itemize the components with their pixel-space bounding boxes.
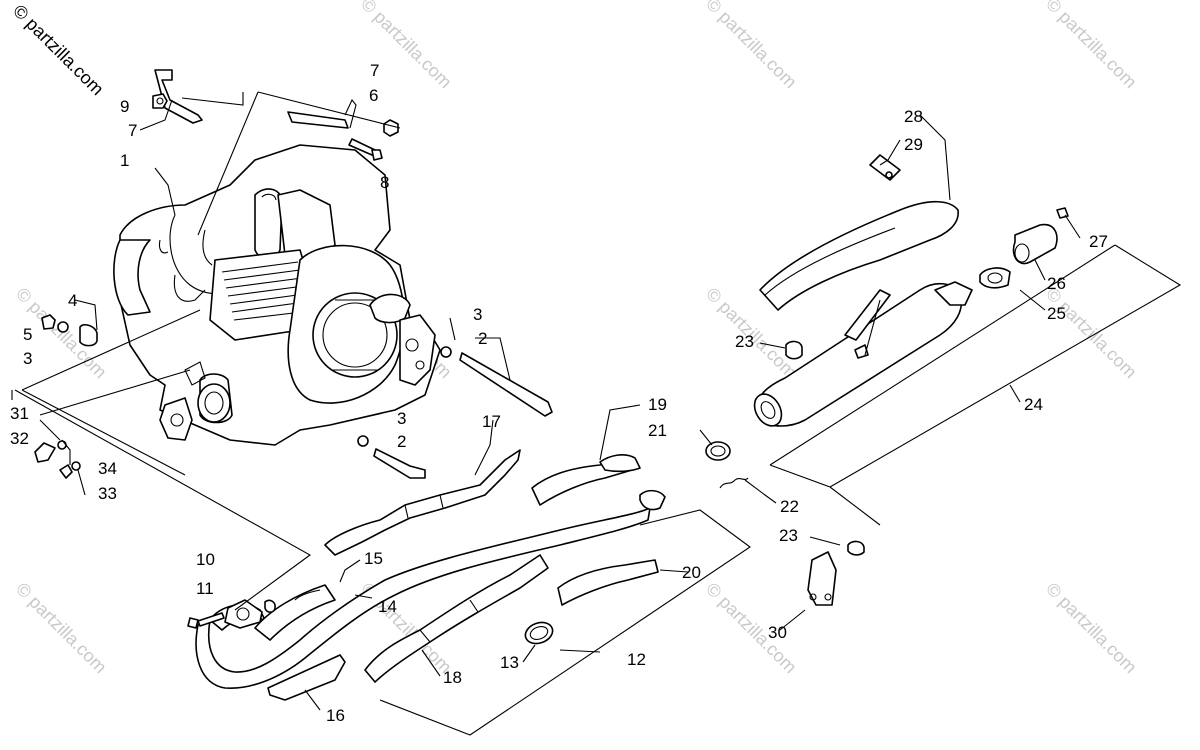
callout-31: 31 <box>10 404 29 423</box>
callout-34: 34 <box>98 459 117 478</box>
callout-26: 26 <box>1047 274 1066 293</box>
callout-23: 23 <box>779 526 798 545</box>
callout-22: 22 <box>780 497 799 516</box>
callout-13: 13 <box>500 653 519 672</box>
callout-10: 10 <box>196 550 215 569</box>
callout-28: 28 <box>904 107 923 126</box>
leader-lines <box>11 91 1182 736</box>
callout-25: 25 <box>1047 304 1066 323</box>
callout-33: 33 <box>98 484 117 503</box>
corner-watermark: © partzilla.com <box>9 1 107 99</box>
callout-2: 2 <box>397 432 406 451</box>
callout-3: 3 <box>473 305 482 324</box>
callout-17: 17 <box>482 412 501 431</box>
engine-hardware <box>34 93 553 479</box>
callout-6: 6 <box>369 86 378 105</box>
callout-23: 23 <box>735 332 754 351</box>
callout-labels: 1 2 2 3 3 3 4 5 6 7 7 8 9 10 11 12 13 14… <box>10 61 1108 725</box>
callout-3: 3 <box>23 349 32 368</box>
callout-30: 30 <box>768 623 787 642</box>
callout-19: 19 <box>648 395 667 414</box>
callout-3: 3 <box>397 409 406 428</box>
watermark: © partzilla.com <box>1042 0 1140 92</box>
callout-18: 18 <box>443 668 462 687</box>
callout-16: 16 <box>326 706 345 725</box>
callout-9: 9 <box>120 97 129 116</box>
callout-8: 8 <box>380 173 389 192</box>
callout-7: 7 <box>370 61 379 80</box>
watermark: © partzilla.com <box>1042 579 1140 677</box>
callout-29: 29 <box>904 135 923 154</box>
callout-2: 2 <box>478 329 487 348</box>
callout-20: 20 <box>682 563 701 582</box>
callout-14: 14 <box>378 597 397 616</box>
engine-assembly <box>113 69 441 446</box>
callout-11: 11 <box>196 579 214 598</box>
callout-21: 21 <box>648 421 667 440</box>
watermark: © partzilla.com <box>1042 284 1140 382</box>
callout-4: 4 <box>68 291 77 310</box>
callout-32: 32 <box>10 429 29 448</box>
callout-5: 5 <box>23 325 32 344</box>
callout-12: 12 <box>627 650 646 669</box>
callout-7: 7 <box>128 121 137 140</box>
callout-27: 27 <box>1089 232 1108 251</box>
exhaust-pipes <box>187 441 749 701</box>
callout-15: 15 <box>364 549 383 568</box>
callout-1: 1 <box>120 151 129 170</box>
watermark: © partzilla.com <box>12 579 110 677</box>
callout-24: 24 <box>1024 395 1043 414</box>
watermark: © partzilla.com <box>702 0 800 92</box>
muffler-assembly <box>753 154 1069 606</box>
